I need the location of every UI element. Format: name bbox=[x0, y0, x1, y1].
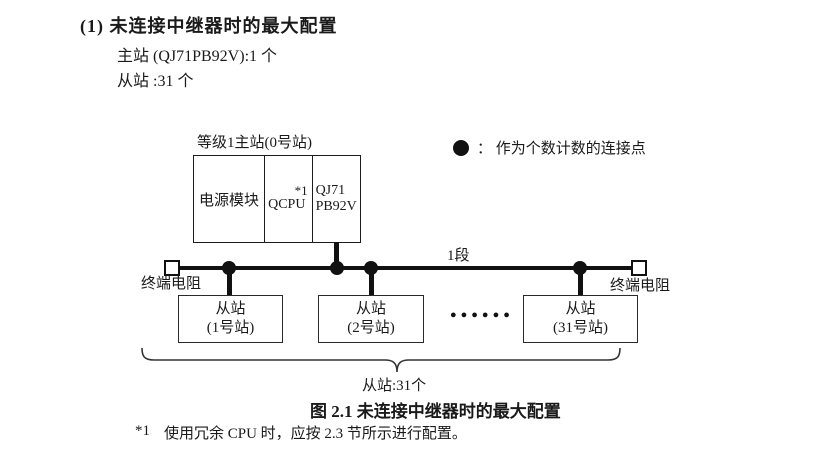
master-drop-line bbox=[334, 242, 339, 268]
brace-label: 从站:31个 bbox=[362, 378, 427, 394]
slaves-brace bbox=[141, 347, 621, 373]
slave2-line2: (2号站) bbox=[347, 320, 395, 336]
qcpu-cell: *1 QCPU bbox=[265, 156, 313, 242]
figure-caption: 图 2.1 未连接中继器时的最大配置 bbox=[310, 402, 561, 421]
legend: ： 作为个数计数的连接点 bbox=[453, 137, 646, 158]
terminating-resistor-left-label: 终端电阻 bbox=[141, 276, 202, 292]
master-station-box: 电源模块 *1 QCPU QJ71 PB92V bbox=[193, 155, 361, 243]
legend-text: ： 作为个数计数的连接点 bbox=[477, 141, 646, 157]
slave1-line2: (1号站) bbox=[206, 320, 255, 336]
terminating-resistor-right-label: 终端电阻 bbox=[610, 278, 671, 294]
qcpu-label: QCPU bbox=[268, 197, 306, 212]
module-name-line2: PB92V bbox=[315, 199, 357, 214]
slave2-drop-line bbox=[369, 268, 374, 295]
power-module-cell: 电源模块 bbox=[194, 156, 266, 242]
slave-station-31-box: 从站 (31号站) bbox=[523, 295, 638, 343]
connection-dot-slave1 bbox=[222, 261, 236, 275]
terminating-resistor-right-icon bbox=[631, 260, 647, 276]
connection-dot-master bbox=[330, 261, 344, 275]
slave31-line1: 从站 bbox=[565, 301, 596, 317]
connection-dot-slave31 bbox=[573, 261, 587, 275]
ellipsis-dots: ●●●●●● bbox=[450, 309, 514, 321]
slave-count-line: 从站 :31 个 bbox=[117, 73, 194, 90]
slave1-line1: 从站 bbox=[215, 301, 246, 317]
module-name-line1: QJ71 bbox=[315, 183, 346, 198]
slave31-drop-line bbox=[578, 268, 583, 295]
bus-line bbox=[170, 266, 642, 270]
slave2-line1: 从站 bbox=[355, 301, 386, 317]
slave-station-1-box: 从站 (1号站) bbox=[178, 295, 283, 343]
footnote-ref-mark: *1 bbox=[294, 183, 308, 198]
master-station-label: 等级1主站(0号站) bbox=[197, 135, 312, 151]
slave31-line2: (31号站) bbox=[553, 320, 608, 336]
terminating-resistor-left-icon bbox=[164, 260, 180, 276]
segment-label: 1段 bbox=[447, 248, 470, 264]
slave1-drop-line bbox=[227, 268, 232, 295]
footnote-marker: *1 bbox=[135, 423, 150, 439]
slave-station-2-box: 从站 (2号站) bbox=[318, 295, 424, 343]
connection-point-icon bbox=[453, 139, 469, 156]
section-heading: (1) 未连接中继器时的最大配置 bbox=[80, 16, 338, 36]
footnote-text: 使用冗余 CPU 时，应按 2.3 节所示进行配置。 bbox=[164, 426, 467, 442]
master-count-line: 主站 (QJ71PB92V):1 个 bbox=[117, 48, 278, 65]
qj71pb92v-cell: QJ71 PB92V bbox=[313, 156, 360, 242]
connection-dot-slave2 bbox=[364, 261, 378, 275]
